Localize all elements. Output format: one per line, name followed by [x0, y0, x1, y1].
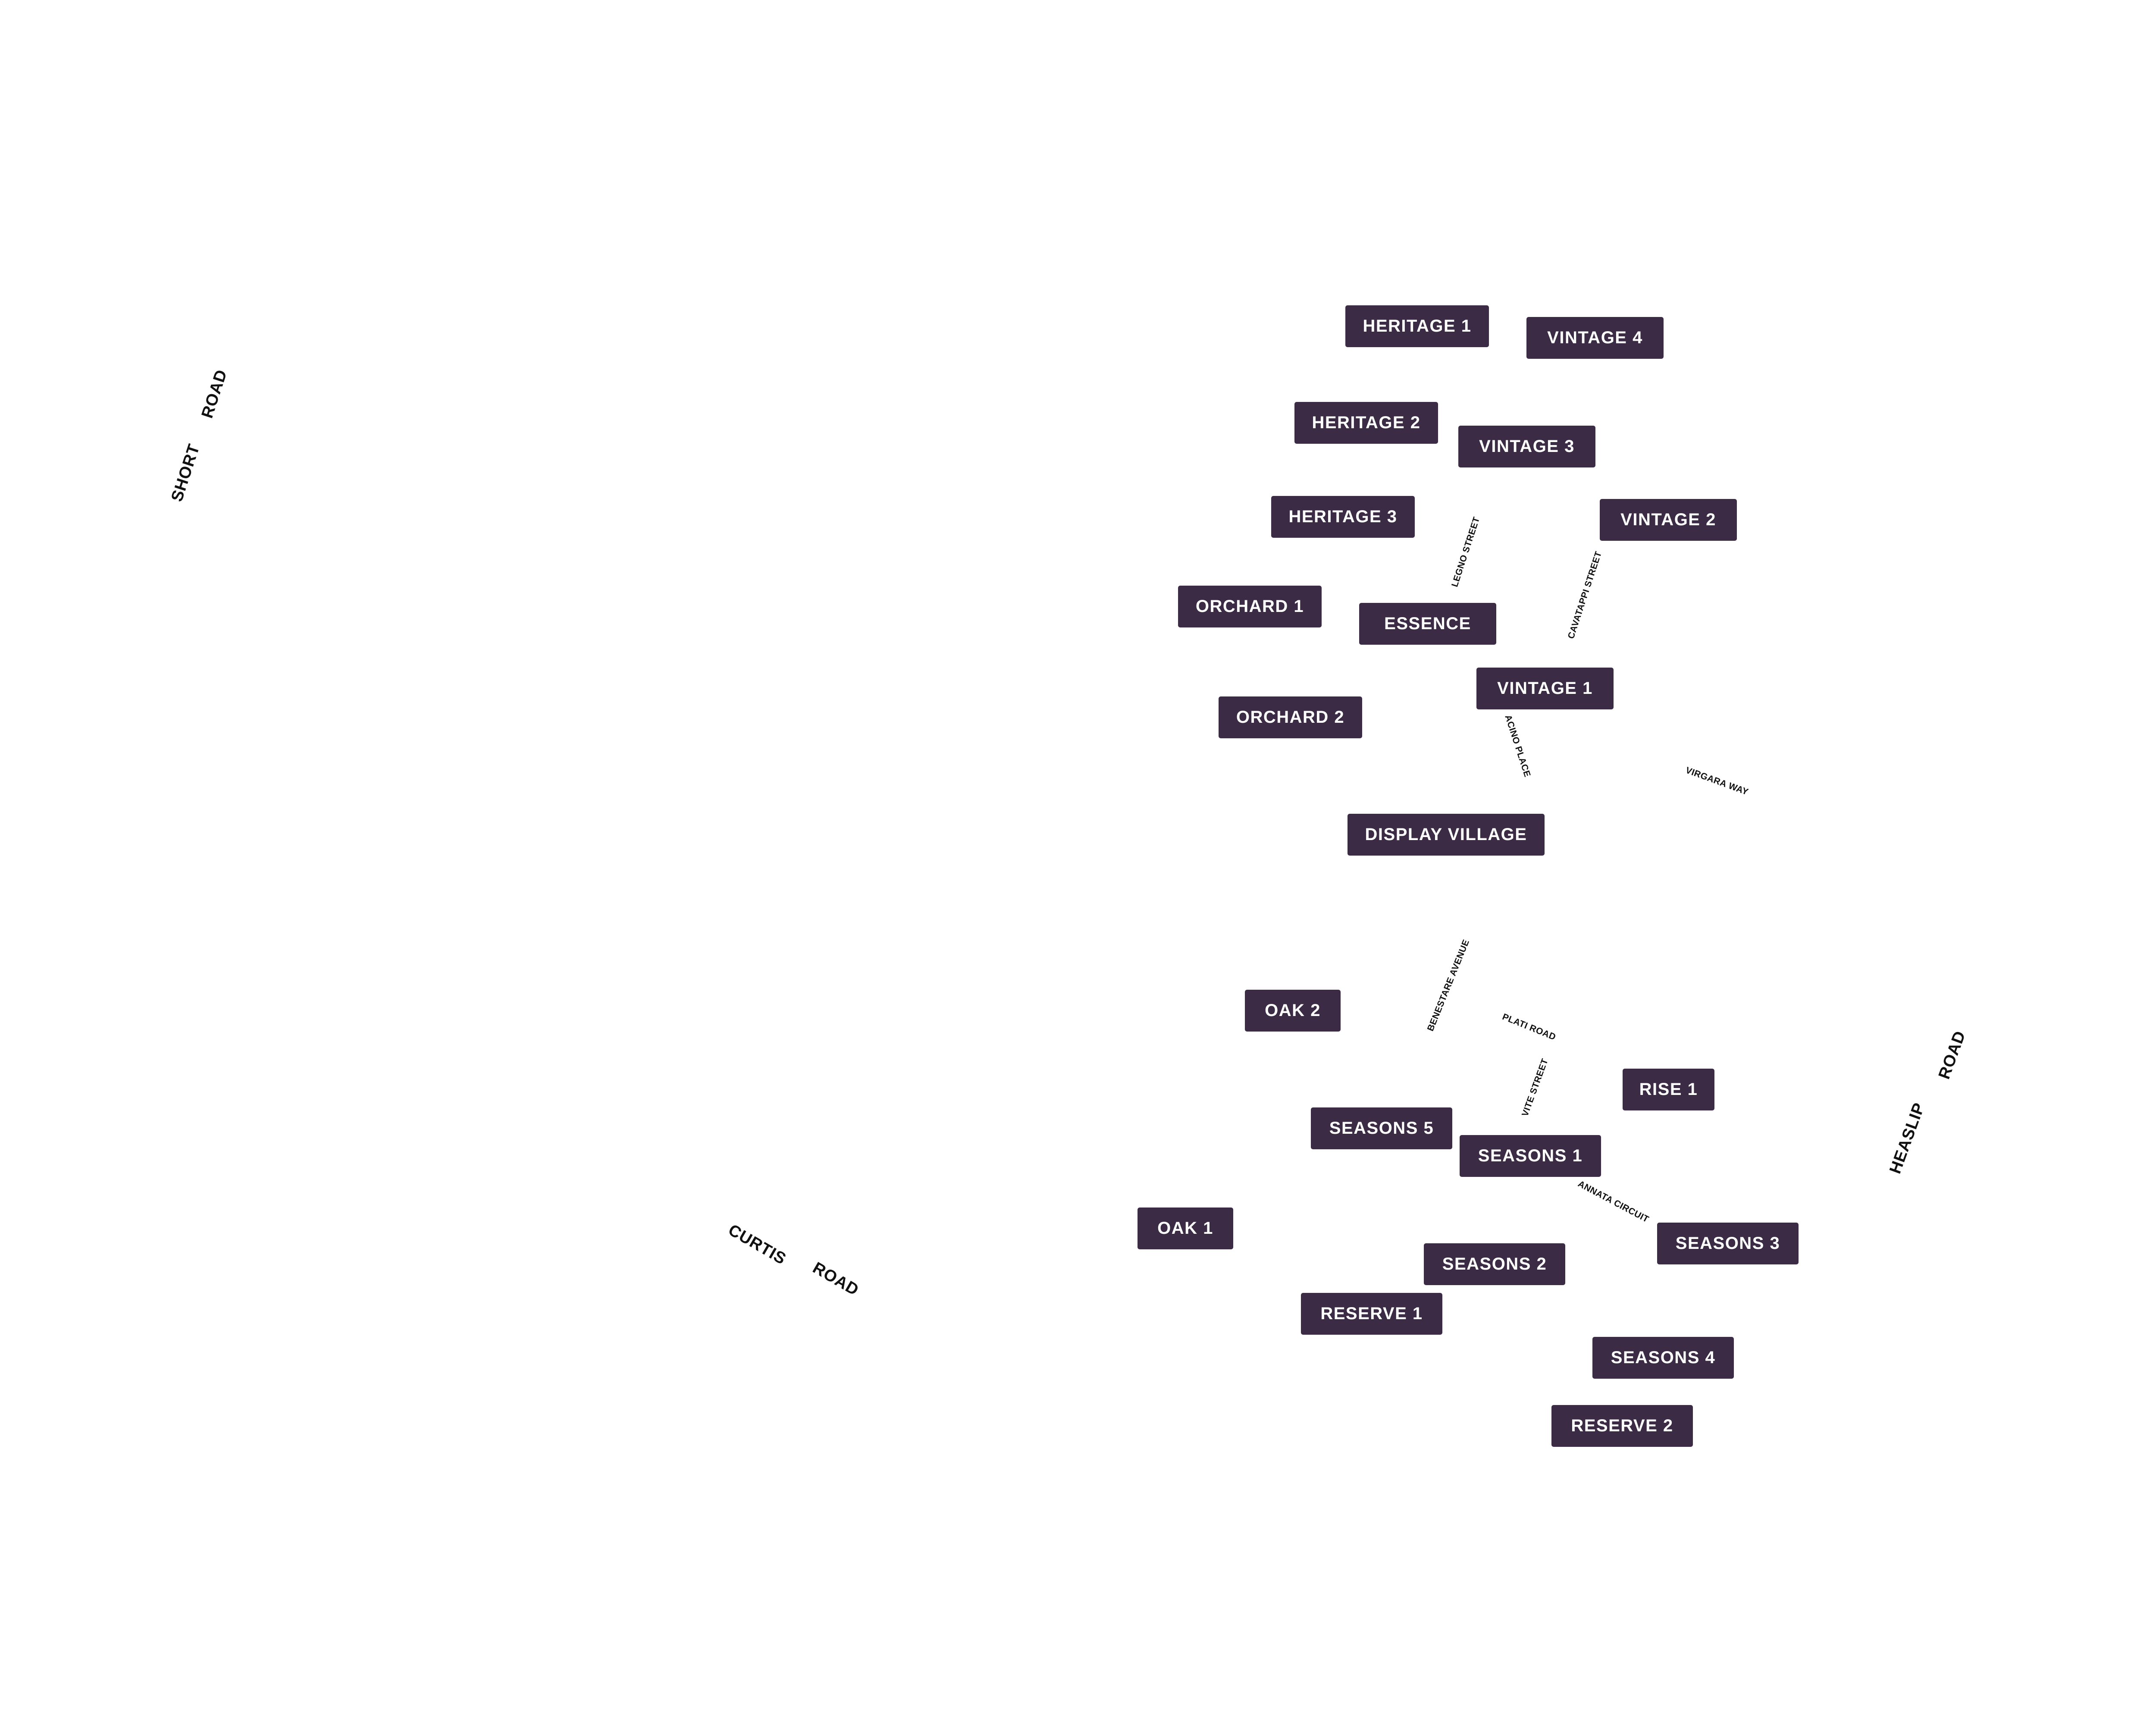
- stage-label-vintage-2[interactable]: VINTAGE 2: [1600, 499, 1737, 541]
- stage-label-display-village[interactable]: DISPLAY VILLAGE: [1348, 814, 1545, 856]
- road-label-curtis-road: ROAD: [809, 1258, 862, 1300]
- road-label-legno-street: LEGNO STREET: [1450, 515, 1482, 588]
- road-label-heaslip-road: ROAD: [1935, 1028, 1970, 1082]
- road-label-heaslip: HEASLIP: [1886, 1100, 1929, 1176]
- stage-label-heritage-1[interactable]: HERITAGE 1: [1345, 305, 1489, 347]
- road-label-cavatappi-street: CAVATAPPI STREET: [1566, 550, 1604, 640]
- stage-label-vintage-3[interactable]: VINTAGE 3: [1458, 426, 1595, 467]
- road-label-plati-road: PLATI ROAD: [1501, 1012, 1557, 1042]
- road-label-vite-street: VITE STREET: [1520, 1057, 1550, 1118]
- stage-label-reserve-2[interactable]: RESERVE 2: [1551, 1405, 1693, 1447]
- road-label-annata-circuit: ANNATA CIRCUIT: [1576, 1179, 1651, 1225]
- stage-label-seasons-3[interactable]: SEASONS 3: [1657, 1223, 1799, 1264]
- road-label-virgara-way: VIRGARA WAY: [1684, 765, 1750, 797]
- stage-label-heritage-2[interactable]: HERITAGE 2: [1294, 402, 1438, 444]
- stage-label-reserve-1[interactable]: RESERVE 1: [1301, 1293, 1442, 1335]
- stage-label-seasons-1[interactable]: SEASONS 1: [1460, 1135, 1601, 1177]
- stage-label-essence[interactable]: ESSENCE: [1359, 603, 1496, 645]
- stage-label-seasons-4[interactable]: SEASONS 4: [1592, 1337, 1734, 1379]
- road-label-benestare-avenue: BENESTARE AVENUE: [1425, 938, 1472, 1033]
- stage-label-oak-2[interactable]: OAK 2: [1245, 990, 1341, 1032]
- road-label-short-road: ROAD: [198, 367, 231, 420]
- stage-label-heritage-3[interactable]: HERITAGE 3: [1271, 496, 1415, 538]
- road-label-short: SHORT: [168, 442, 204, 504]
- stage-label-vintage-4[interactable]: VINTAGE 4: [1526, 317, 1664, 359]
- road-label-curtis: CURTIS: [725, 1221, 790, 1269]
- stage-label-seasons-5[interactable]: SEASONS 5: [1311, 1107, 1452, 1149]
- stage-label-oak-1[interactable]: OAK 1: [1138, 1208, 1233, 1249]
- stage-label-orchard-1[interactable]: ORCHARD 1: [1178, 586, 1322, 627]
- stage-label-seasons-2[interactable]: SEASONS 2: [1424, 1243, 1565, 1285]
- road-label-acino-place: ACINO PLACE: [1503, 713, 1532, 778]
- stage-label-rise-1[interactable]: RISE 1: [1623, 1069, 1714, 1110]
- stage-label-orchard-2[interactable]: ORCHARD 2: [1219, 696, 1362, 738]
- stage-label-vintage-1[interactable]: VINTAGE 1: [1476, 668, 1614, 709]
